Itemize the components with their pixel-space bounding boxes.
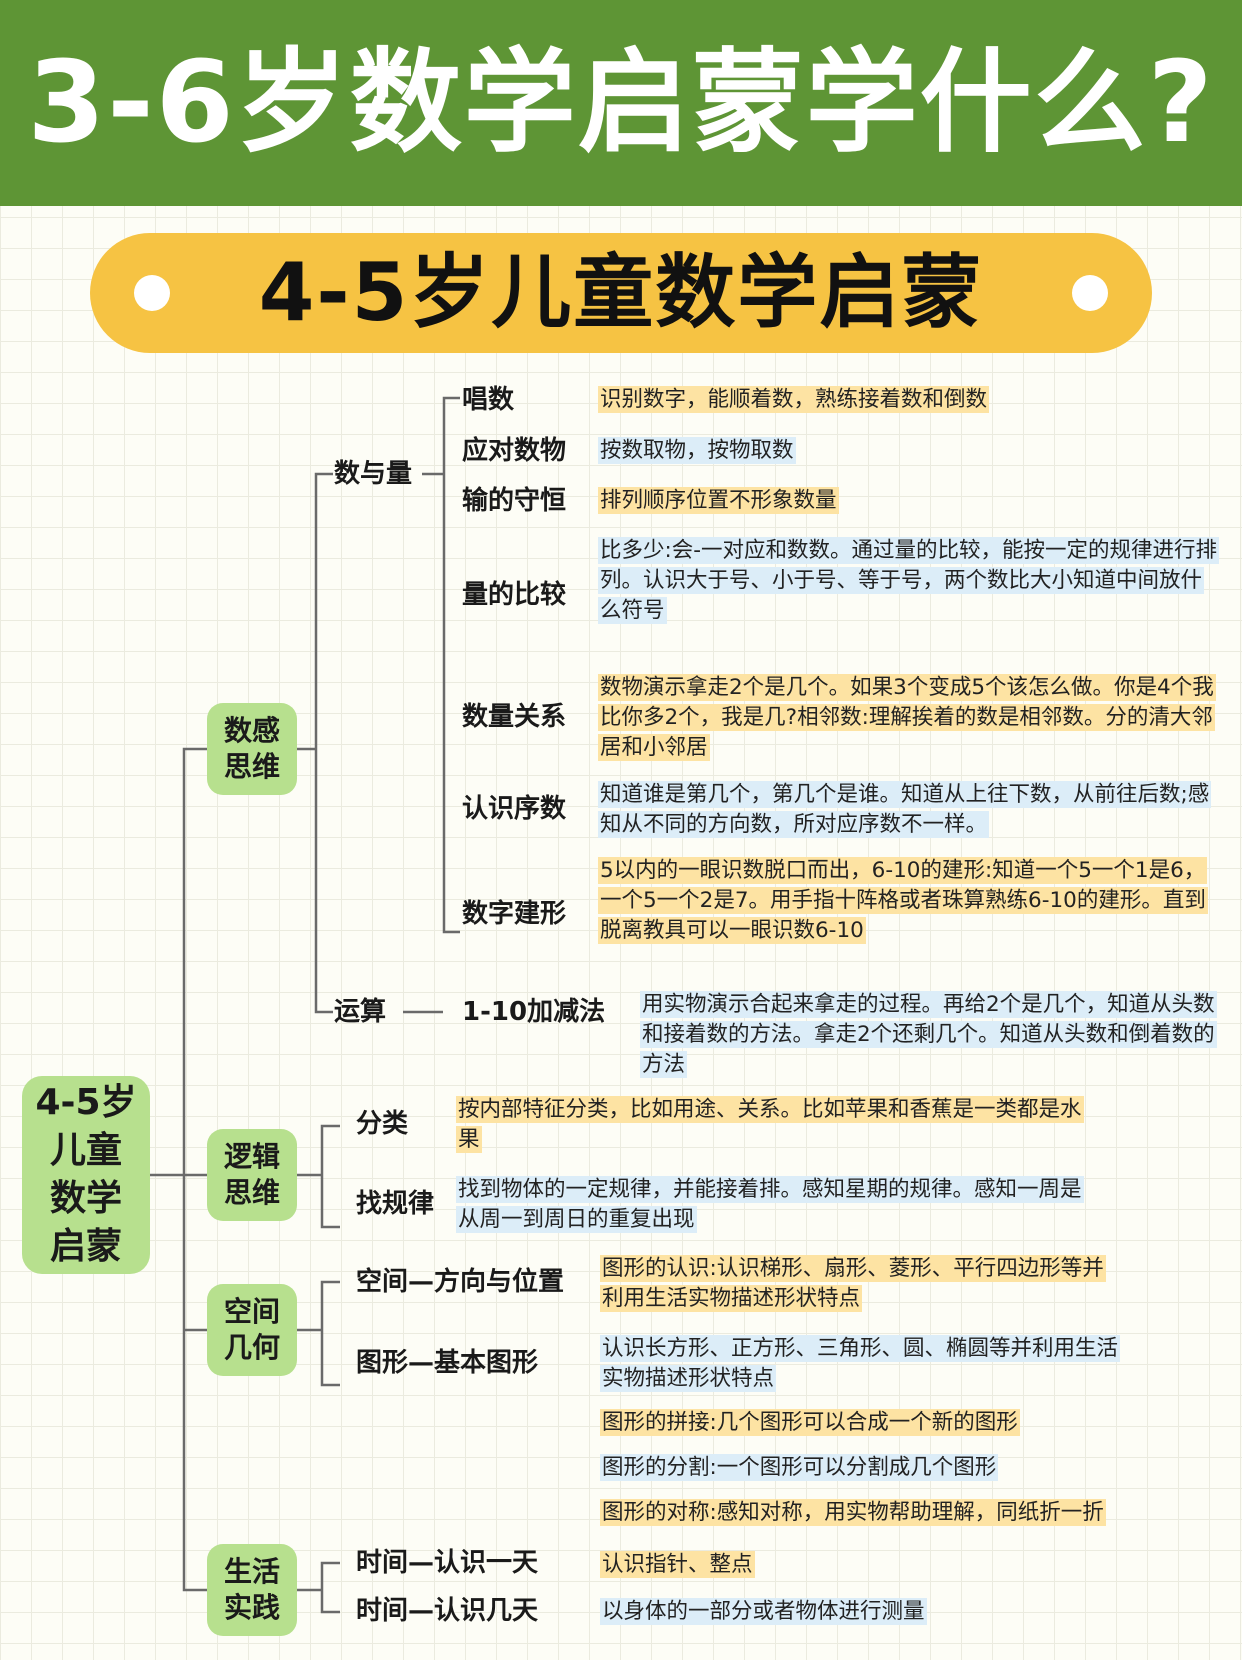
group-operation: 运算: [334, 997, 387, 1027]
category-number-sense: 数感 思维: [207, 703, 297, 795]
connector-trunk: [182, 747, 207, 1592]
desc-classification: 按内部特征分类，比如用途、关系。比如苹果和香蕉是一类都是水果: [456, 1096, 1084, 1153]
category-life: 生活 实践: [207, 1544, 297, 1636]
connector-numqty-items: [442, 396, 460, 934]
desc-basic-shapes: 认识长方形、正方形、三角形、圆、椭圆等并利用生活实物描述形状特点: [600, 1335, 1121, 1392]
desc-quantity-relation: 数物演示拿走2个是几个。如果3个变成5个该怎么做。你是4个我比你多2个，我是几?…: [598, 674, 1216, 761]
subtitle: 4-5岁儿童数学启蒙: [258, 246, 984, 339]
item-direction-position: 空间—方向与位置: [356, 1267, 565, 1297]
item-comparison: 量的比较: [462, 580, 567, 610]
desc-time-one-day: 认识指针、整点: [600, 1551, 755, 1578]
item-time-one-day: 时间—认识一天: [356, 1548, 539, 1578]
item-basic-shapes: 图形—基本图形: [356, 1348, 539, 1378]
desc-shape-combine: 图形的拼接:几个图形可以合成一个新的图形: [600, 1409, 1020, 1436]
desc-counting: 识别数字，能顺着数，熟练接着数和倒数: [598, 386, 990, 413]
connector-logic-items: [320, 1124, 340, 1229]
item-time-several-days: 时间—认识几天: [356, 1596, 539, 1626]
root-node: 4-5岁 儿童 数学 启蒙: [22, 1076, 150, 1274]
item-matching: 应对数物: [462, 436, 567, 466]
page-title: 3-6岁数学启蒙学什么?: [27, 38, 1215, 168]
desc-comparison: 比多少:会-一对应和数数。通过量的比较，能按一定的规律进行排列。认识大于号、小于…: [598, 537, 1220, 624]
desc-add-subtract: 用实物演示合起来拿走的过程。再给2个是几个，知道从头数和接着数的方法。拿走2个还…: [640, 991, 1217, 1078]
item-add-subtract: 1-10加减法: [462, 997, 606, 1027]
desc-shape-symmetry: 图形的对称:感知对称，用实物帮助理解，同纸折一折: [600, 1499, 1106, 1526]
item-ordinal: 认识序数: [462, 794, 567, 824]
category-space: 空间 几何: [207, 1284, 297, 1376]
desc-number-shape: 5以内的一眼识数脱口而出，6-10的建形:知道一个5一个1是6，一个5一个2是7…: [598, 857, 1208, 944]
header-banner: 3-6岁数学启蒙学什么?: [0, 0, 1242, 206]
item-quantity-relation: 数量关系: [462, 702, 567, 732]
pill-dot-right: [1072, 275, 1108, 311]
desc-ordinal: 知道谁是第几个，第几个是谁。知道从上往下数，从前往后数;感知从不同的方向数，所对…: [598, 781, 1212, 838]
desc-shape-split: 图形的分割:一个图形可以分割成几个图形: [600, 1454, 999, 1481]
connector-life-items: [320, 1561, 340, 1614]
item-patterns: 找规律: [356, 1189, 435, 1219]
pill-dot-left: [134, 275, 170, 311]
connector-numsense-groups: [314, 472, 333, 1014]
item-counting: 唱数: [462, 385, 515, 415]
desc-time-several-days: 以身体的一部分或者物体进行测量: [600, 1598, 927, 1625]
subtitle-pill: 4-5岁儿童数学启蒙: [90, 233, 1152, 353]
item-number-shape: 数字建形: [462, 899, 567, 929]
group-number-quantity: 数与量: [334, 459, 413, 489]
desc-direction-position: 图形的认识:认识梯形、扇形、菱形、平行四边形等并利用生活实物描述形状特点: [600, 1255, 1106, 1312]
desc-conservation: 排列顺序位置不形象数量: [598, 487, 839, 514]
desc-patterns: 找到物体的一定规律，并能接着排。感知星期的规律。感知一周是从周一到周日的重复出现: [456, 1176, 1084, 1233]
category-logic: 逻辑 思维: [207, 1129, 297, 1221]
item-conservation: 输的守恒: [462, 486, 567, 516]
desc-matching: 按数取物，按物取数: [598, 437, 796, 464]
connector-space-items: [320, 1280, 340, 1387]
item-classification: 分类: [356, 1109, 409, 1139]
